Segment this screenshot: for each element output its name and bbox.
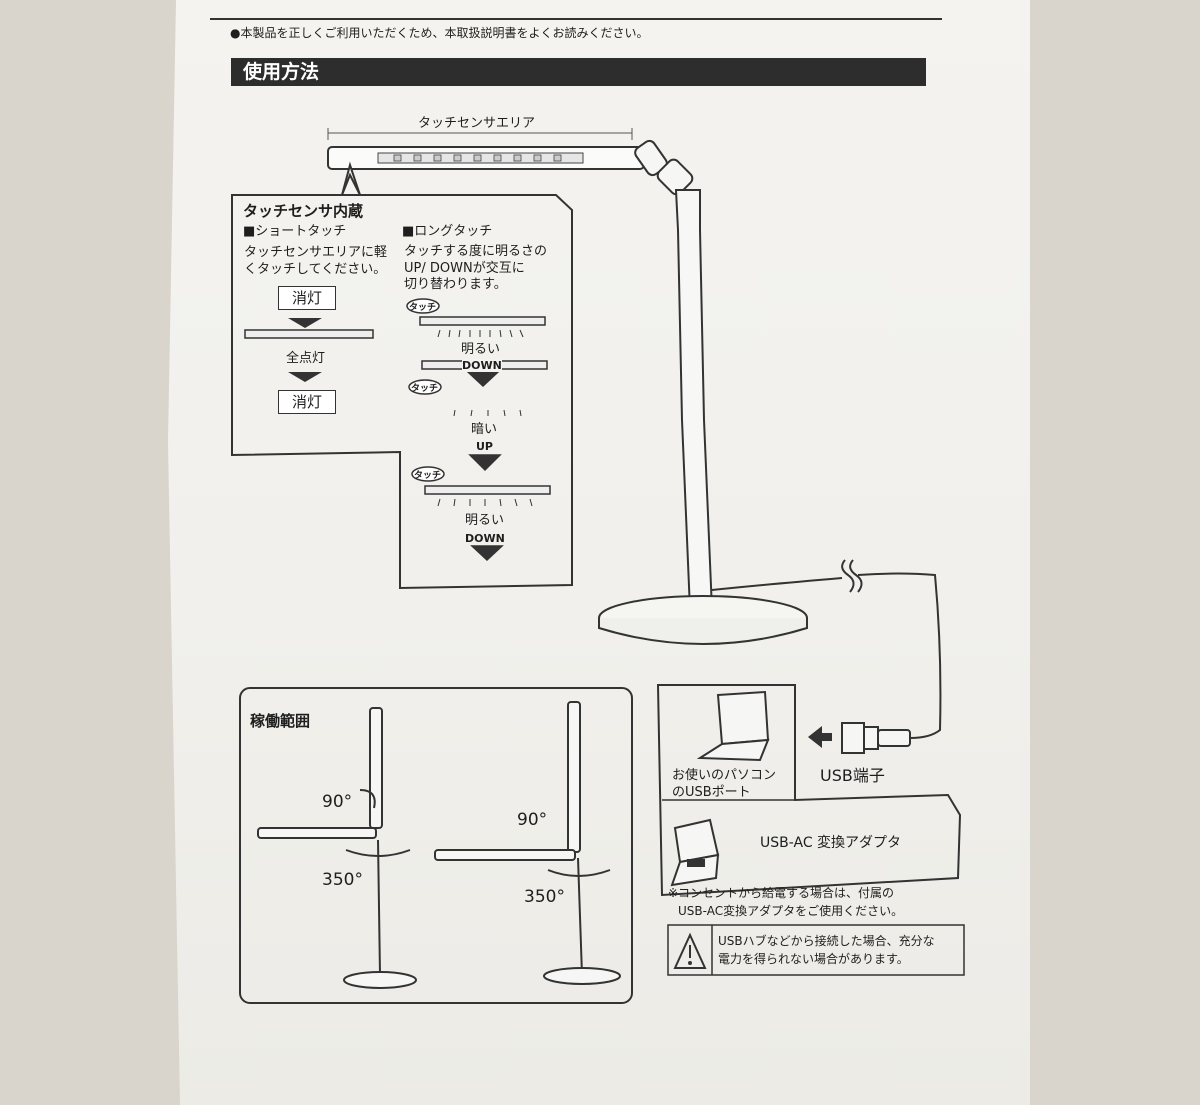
warning-text-2: 電力を得られない場合があります。: [718, 952, 909, 966]
short-touch-heading: ■ショートタッチ: [243, 224, 347, 239]
adapter-icon: [670, 818, 720, 887]
lamp-joint: [634, 139, 694, 196]
touch-area-label: タッチセンサエリア: [418, 116, 536, 131]
dark-label: 暗い: [471, 422, 498, 437]
touch-tag-2: タッチ: [411, 384, 439, 394]
long-touch-desc-1: タッチする度に明るさの: [404, 244, 548, 259]
tilt-angle-left: 90°: [322, 792, 353, 812]
bright-label-1: 明るい: [461, 342, 501, 357]
adapter-label: USB-AC 変換アダプタ: [760, 835, 902, 851]
short-touch-desc-2: くタッチしてください。: [244, 262, 387, 277]
warning-frame: [667, 924, 965, 976]
short-touch-desc-1: タッチセンサエリアに軽: [244, 245, 388, 260]
state-off-box-1: 消灯: [278, 286, 336, 310]
adapter-note-2: USB-AC変換アダプタをご使用ください。: [678, 904, 904, 918]
state-full-label: 全点灯: [286, 351, 326, 366]
rotate-angle-right: 350°: [524, 887, 565, 907]
warning-text-1: USBハブなどから接続した場合、充分な: [718, 934, 935, 948]
usb-box-frame: [656, 684, 962, 897]
warning-icon: [673, 932, 707, 969]
down-label-2: DOWN: [465, 532, 505, 545]
touch-panel-title: タッチセンサ内蔵: [243, 202, 364, 220]
down-label-1: DOWN: [462, 359, 502, 372]
state-off-box-2: 消灯: [278, 390, 336, 414]
long-touch-desc-2: UP/ DOWNが交互に: [404, 261, 525, 276]
pc-usb-label-1: お使いのパソコン: [672, 768, 777, 783]
touch-tag-1: タッチ: [409, 303, 437, 313]
rotate-angle-left: 350°: [322, 870, 363, 890]
usb-cable: [711, 559, 942, 739]
section-title: 使用方法: [231, 58, 926, 86]
notice-top: ●本製品を正しくご利用いただくため、本取扱説明書をよくお読みください。: [230, 26, 649, 40]
manual-page: [168, 0, 1030, 1105]
range-panel-title: 稼働範囲: [250, 712, 311, 730]
long-touch-desc-3: 切り替わります。: [404, 277, 507, 292]
touch-tag-3: タッチ: [414, 471, 442, 481]
up-label: UP: [476, 440, 493, 453]
usb-arrow-icon: [808, 726, 832, 748]
bright-label-2: 明るい: [465, 513, 505, 528]
adapter-note-1: ※コンセントから給電する場合は、付属の: [668, 886, 895, 900]
touch-panel-frame: [231, 172, 573, 590]
touch-tags: [406, 298, 445, 482]
lamp-head: [327, 146, 645, 170]
laptop-icon: [696, 690, 770, 762]
range-diagram-left: [257, 707, 417, 989]
pc-usb-label-2: のUSBポート: [672, 785, 751, 800]
short-touch-diagram: [244, 318, 374, 382]
lamp-base: [598, 595, 808, 645]
long-touch-heading: ■ロングタッチ: [402, 224, 493, 239]
touch-area-dimension: [327, 128, 633, 140]
range-panel-frame: [239, 687, 633, 1004]
tilt-angle-right: 90°: [517, 810, 548, 830]
usb-port-label: USB端子: [820, 766, 885, 785]
range-diagram-right: [434, 701, 621, 985]
top-rule: [210, 18, 942, 20]
usb-plug-icon: [841, 722, 911, 754]
lamp-arm: [674, 189, 714, 611]
